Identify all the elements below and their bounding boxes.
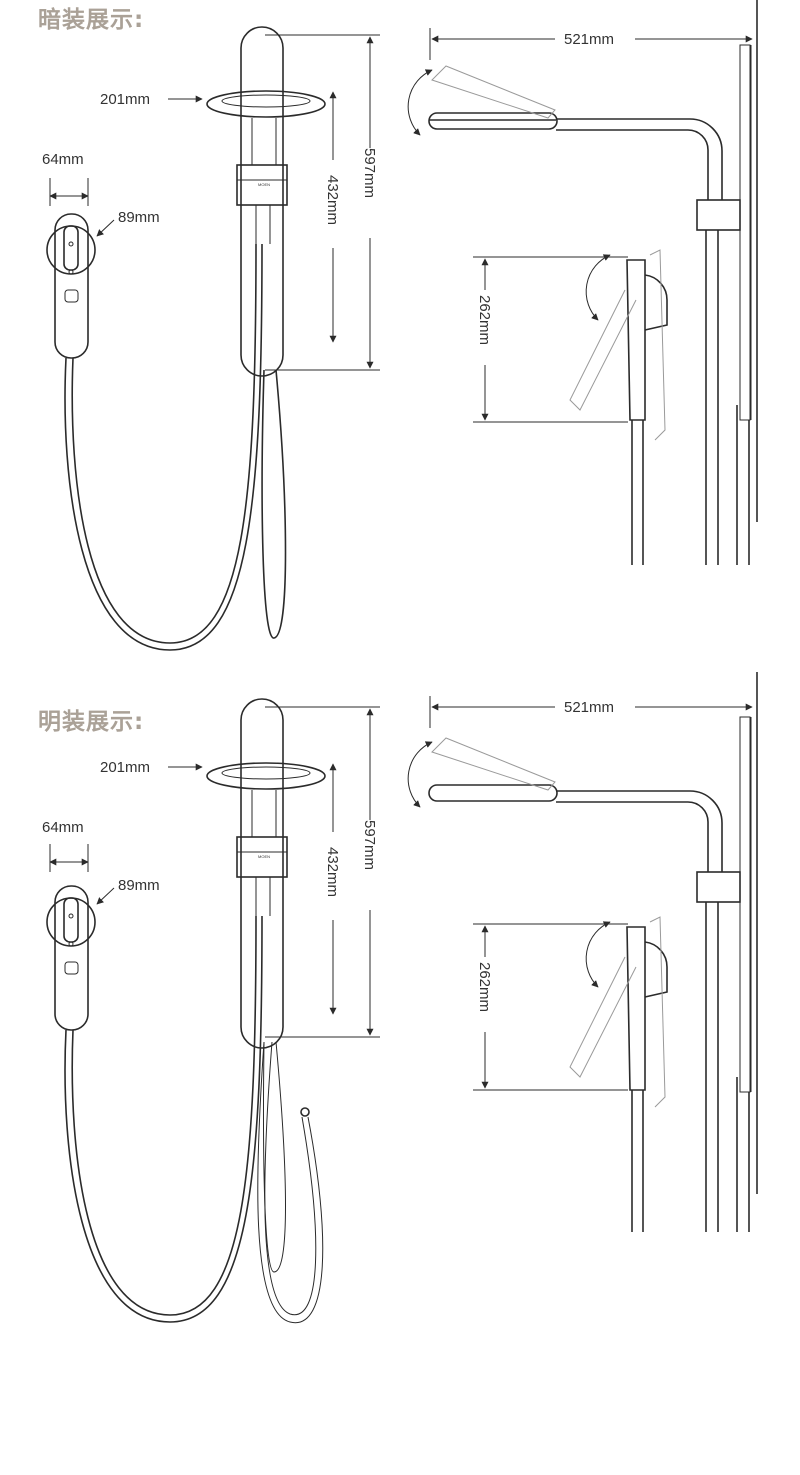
dim-handshower-width-label: 64mm [42, 819, 84, 836]
side-view [428, 0, 758, 565]
svg-text:MOEN: MOEN [258, 182, 270, 187]
dim-arm-length-label: 521mm [564, 31, 614, 48]
dim-rotate-label: 262mm [476, 295, 493, 345]
dim-height-label: 597mm [361, 820, 378, 870]
front-view: MOEN [206, 698, 326, 1049]
concealed-install-section: 暗装展示: MOEN [0, 0, 800, 670]
hose [64, 243, 263, 651]
rotation-arrow-icon [585, 254, 611, 321]
dim-handshower-diameter-label: 89mm [118, 209, 160, 226]
hose [64, 915, 263, 1323]
rotation-arrow-icon [585, 921, 611, 988]
side-view [428, 672, 758, 1232]
rotation-arrow-icon [407, 69, 433, 136]
dim-handshower-diameter-label: 89mm [118, 877, 160, 894]
dim-arm-length-label: 521mm [564, 699, 614, 716]
section-title: 明装展示: [38, 709, 145, 735]
dim-width-label: 201mm [100, 759, 150, 776]
rotation-arrow-icon [407, 741, 433, 808]
dim-handshower-width-label: 64mm [42, 151, 84, 168]
exposed-supply-hose [257, 1041, 324, 1324]
dim-height-label: 597mm [361, 148, 378, 198]
front-view: MOEN [206, 26, 326, 377]
inlet-connector [300, 1107, 310, 1117]
dim-rotate-label: 262mm [476, 962, 493, 1012]
svg-text:MOEN: MOEN [258, 854, 270, 859]
section-title: 暗装展示: [38, 7, 145, 33]
dim-width-label: 201mm [100, 91, 150, 108]
dim-inner-height-label: 432mm [324, 175, 341, 225]
concealed-diagram: MOEN 201mm 64mm 89mm 597mm 432mm [42, 0, 758, 651]
exposed-diagram: MOEN 201mm 64mm 89mm 597mm 432mm [42, 672, 758, 1324]
dim-inner-height-label: 432mm [324, 847, 341, 897]
exposed-install-section: 明装展示: MOEN [0, 672, 800, 1342]
hose-loop [261, 369, 287, 639]
handshower-front [46, 213, 96, 359]
handshower-front [46, 885, 96, 1031]
